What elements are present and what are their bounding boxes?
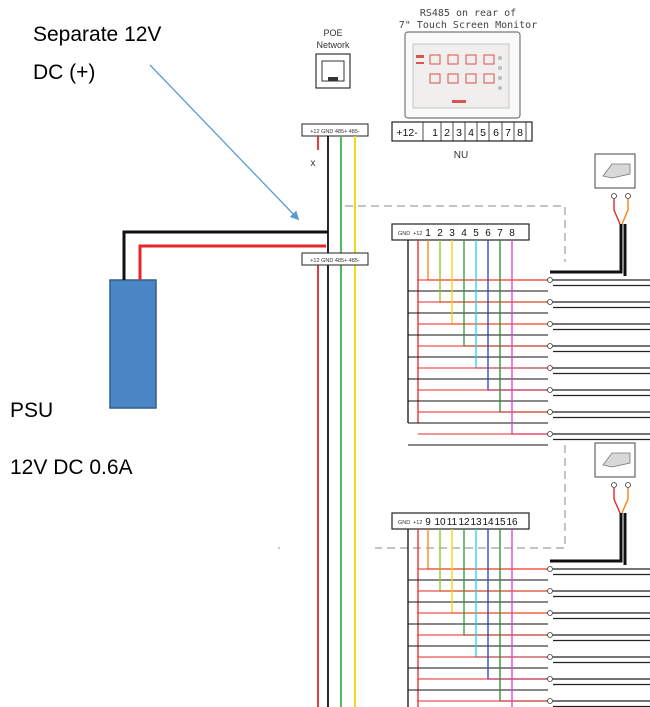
terminal-dot <box>547 431 553 437</box>
monitor-terminal-label: 2 <box>444 127 450 139</box>
splitter-x-mark: x <box>311 158 316 169</box>
sensor-orange-wire <box>621 199 629 225</box>
psu-black-wire <box>122 230 328 280</box>
input-terminal-label: 12 <box>458 517 470 528</box>
zone-wire <box>499 529 548 702</box>
poe-label: POE <box>323 28 342 38</box>
terminal-dot <box>547 299 553 305</box>
terminal-dot <box>547 588 553 594</box>
separate-12v-label: Separate 12V <box>33 23 161 46</box>
monitor-terminal-label: +12- <box>396 127 418 139</box>
ethernet-port-icon <box>315 53 351 89</box>
terminal-dot <box>547 365 553 371</box>
terminal-dot <box>547 321 553 327</box>
gnd-terminal-label: GND <box>398 520 410 526</box>
separate-dc-label: DC (+) <box>33 61 95 84</box>
monitor-terminal-label: 8 <box>517 127 523 139</box>
input-terminal-label: 16 <box>506 517 518 528</box>
input-terminal-label: 13 <box>470 517 482 528</box>
terminal-dot <box>547 277 553 283</box>
monitor-terminal-label: 5 <box>480 127 486 139</box>
bus-wires <box>317 136 356 707</box>
input-terminal-label: 1 <box>425 228 431 239</box>
psu-label: PSU <box>10 399 53 422</box>
input-terminal-label: 8 <box>509 228 515 239</box>
input-terminal-label: 11 <box>447 517 458 528</box>
touch-screen-monitor <box>404 31 521 119</box>
nu-label: NU <box>454 150 468 161</box>
terminal-dot <box>547 632 553 638</box>
zone-wire <box>511 529 513 707</box>
splitter-top-block <box>301 123 369 137</box>
splitter-bottom-block <box>301 252 369 266</box>
input-terminal-label: 4 <box>461 228 467 239</box>
plus12-terminal-label: +12 <box>413 231 422 237</box>
terminal-strip <box>391 512 530 530</box>
input-terminal-label: 9 <box>425 517 431 528</box>
enclosure-outline <box>345 205 566 549</box>
network-label: Network <box>316 40 350 50</box>
sensor-cable <box>550 224 623 274</box>
sensor-red-wire <box>613 199 621 225</box>
sensor-orange-wire <box>621 488 629 514</box>
terminal-strip <box>391 223 530 241</box>
terminal-dot <box>547 676 553 682</box>
input-terminal-label: 14 <box>482 517 494 528</box>
input-terminal-label: 6 <box>485 228 491 239</box>
zone-wire <box>439 529 548 592</box>
input-terminal-label: 7 <box>497 228 503 239</box>
psu-box <box>109 279 157 409</box>
monitor-caption-line1: RS485 on rear of <box>420 8 516 19</box>
plus12-terminal-label: +12 <box>413 520 422 526</box>
input-terminal-label: 15 <box>494 517 506 528</box>
zone-wire <box>511 240 548 435</box>
sensor-red-wire <box>613 488 621 514</box>
input-terminal-label: 5 <box>473 228 479 239</box>
terminal-dot <box>547 610 553 616</box>
terminal-dot <box>547 654 553 660</box>
pir-sensor-icon <box>594 442 636 488</box>
terminal-dot <box>547 566 553 572</box>
splitter-top-label: +12 GND 485+ 485- <box>310 129 360 135</box>
monitor-caption-line2: 7" Touch Screen Monitor <box>399 20 537 31</box>
terminal-dot <box>547 698 553 704</box>
splitter-bottom-label: +12 GND 485+ 485- <box>310 258 360 264</box>
annotation-arrow <box>149 64 300 221</box>
input-terminal-label: 10 <box>434 517 446 528</box>
psu-spec-label: 12V DC 0.6A <box>10 456 133 479</box>
sensor-cable <box>550 513 623 563</box>
monitor-terminal-label: 7 <box>505 127 511 139</box>
input-terminal-label: 2 <box>437 228 443 239</box>
monitor-terminal-strip <box>391 121 533 142</box>
psu-red-wire <box>138 244 326 280</box>
terminal-dot <box>547 409 553 415</box>
input-terminal-label: 3 <box>449 228 455 239</box>
pir-sensor-icon <box>594 153 636 199</box>
monitor-terminal-label: 3 <box>456 127 462 139</box>
gnd-terminal-label: GND <box>398 231 410 237</box>
monitor-terminal-label: 6 <box>493 127 499 139</box>
terminal-dot <box>547 387 553 393</box>
monitor-terminal-label: 1 <box>432 127 438 139</box>
monitor-terminal-label: 4 <box>468 127 474 139</box>
terminal-dot <box>547 343 553 349</box>
zone-wire <box>439 240 548 303</box>
zone-wire <box>499 240 548 413</box>
